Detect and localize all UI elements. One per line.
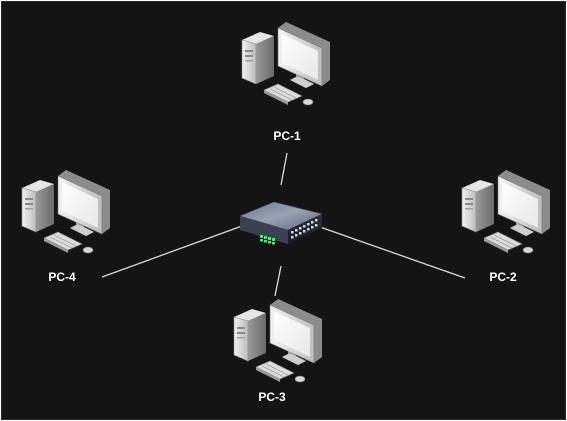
node-label-pc3: PC-3 <box>258 390 286 404</box>
desktop-computer-icon <box>241 21 330 106</box>
link-switch-pc1 <box>280 152 288 186</box>
node-label-pc2: PC-2 <box>489 270 517 284</box>
node-label-pc1: PC-1 <box>273 129 301 143</box>
desktop-computer-icon <box>21 169 110 254</box>
link-switch-pc4 <box>101 225 243 278</box>
link-switch-pc3 <box>274 265 282 297</box>
node-pc3[interactable] <box>233 298 322 383</box>
desktop-computer-icon <box>461 169 550 254</box>
link-switch-pc2 <box>319 226 466 279</box>
links <box>101 152 466 297</box>
network-switch-icon[interactable] <box>239 201 323 245</box>
node-label-pc4: PC-4 <box>48 270 76 284</box>
node-pc4[interactable] <box>21 169 110 254</box>
node-pc2[interactable] <box>461 169 550 254</box>
desktop-computer-icon <box>233 298 322 383</box>
node-pc1[interactable] <box>241 21 330 106</box>
